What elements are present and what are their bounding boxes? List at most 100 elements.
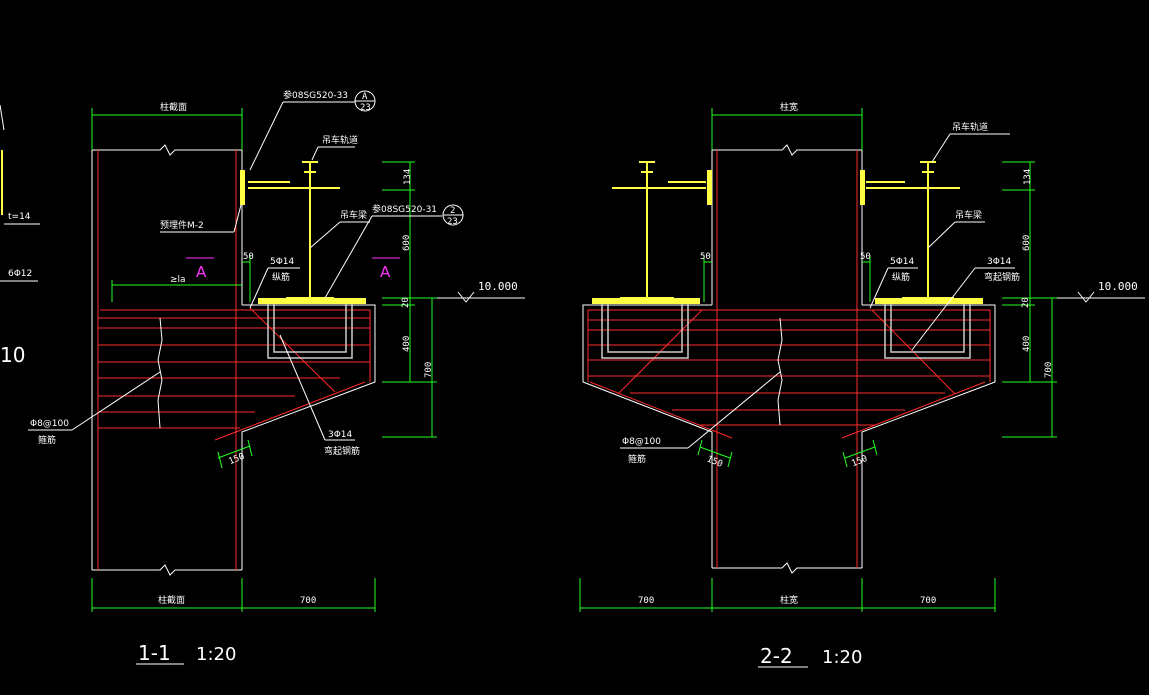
corbel1-u-bar	[267, 302, 353, 359]
callout2-stirrup-name: 箍筋	[628, 453, 646, 465]
corbel1-top-bar	[100, 309, 371, 382]
edge-leader	[0, 104, 5, 131]
dim1-134: 134	[403, 169, 413, 185]
dim2-400: 400	[1022, 336, 1032, 352]
dim2-slope-right-ext-1	[842, 451, 848, 468]
corbel1-slope-bar	[214, 381, 366, 441]
callout1-beam: 吊车梁	[340, 209, 367, 221]
callout2-bent-leader	[911, 267, 976, 351]
dim1-slope-ext-2	[247, 439, 253, 457]
left-edge-fragment: t=14 6Φ12 10	[0, 104, 40, 367]
callout2-topbars-name: 纵筋	[892, 271, 910, 283]
dim2-600: 600	[1022, 235, 1032, 251]
col2-embed-left	[707, 170, 712, 205]
dim1-top-label: 柱截面	[160, 101, 187, 113]
dim1-bottom-label: 柱截面	[158, 594, 185, 606]
dim2-slope-right-line	[844, 446, 876, 459]
col1-bottom-break	[92, 564, 242, 576]
dim2-bottom-right: 700	[920, 596, 936, 606]
corbel2-right-outline	[861, 304, 996, 440]
callout2-beam-leader	[927, 221, 956, 249]
callout2-rail-leader	[931, 133, 951, 163]
section-mark-left: A	[196, 263, 207, 281]
dim1-150: 150	[227, 452, 246, 467]
col2-embed-right	[860, 170, 865, 205]
corbel1-bearing-plate	[258, 298, 366, 304]
crane-rail2-left-icon	[639, 161, 655, 173]
dim2-slope-left-line	[699, 446, 731, 459]
callout1-ref-top-bubble-a: A	[362, 92, 368, 102]
corbel1-outline	[241, 304, 376, 440]
corbel2-top-bar	[587, 309, 991, 382]
corbel1-bent-bar	[249, 307, 336, 393]
callout1-stirrup-qty: Φ8@100	[30, 419, 69, 429]
elev1-triangle	[457, 291, 475, 303]
dim1-slope-ext-1	[217, 451, 223, 469]
dim2-slope-right-ext-2	[872, 439, 878, 456]
callout1-embed: 预埋件M-2	[160, 219, 204, 231]
callout2-bent-name: 弯起钢筋	[984, 271, 1020, 283]
callout1-stirrup-leader	[71, 371, 161, 431]
dim2-134: 134	[1023, 169, 1033, 185]
dim2-bottom-left: 700	[638, 596, 654, 606]
dim2-slope-left-ext-1	[697, 439, 703, 456]
callout2-stirrup-qty: Φ8@100	[622, 437, 661, 447]
dim1-700: 700	[424, 362, 434, 378]
callout1-topbars-name: 纵筋	[272, 271, 290, 283]
dim2-slope-right: 150	[850, 454, 869, 469]
callout1-rail: 吊车轨道	[322, 134, 358, 146]
col2-bottom-break	[712, 562, 862, 574]
callout1-beam-leader	[309, 221, 341, 249]
dim2-gap-right: 50	[860, 252, 871, 262]
corbel2-plate-right	[875, 298, 983, 304]
section-1-1: 柱截面 柱截面 700 ≥la 50 134 600 20 400 700 15	[28, 89, 525, 665]
dim2-gap-left: 50	[700, 252, 711, 262]
callout1-bent-name: 弯起钢筋	[324, 445, 360, 457]
section1-title: 1-1	[138, 641, 171, 665]
callout1-ref-mid-bubble-b: 23	[447, 217, 458, 227]
section1-scale: 1:20	[196, 644, 236, 665]
dim1-anchor-label: ≥la	[170, 275, 186, 285]
edge-number: 10	[0, 343, 25, 367]
crane-rail1-icon	[302, 161, 318, 173]
callout1-stirrup-name: 箍筋	[38, 434, 56, 446]
callout1-embed-leader	[233, 204, 242, 233]
section2-title: 2-2	[760, 644, 793, 668]
section-mark-right: A	[380, 263, 391, 281]
col2-top-break	[712, 144, 862, 156]
elev1-value: 10.000	[478, 280, 518, 293]
callout1-bent-leader	[279, 334, 326, 441]
callout2-topbars-leader	[869, 267, 889, 309]
corbel2-u-bar-right	[884, 302, 971, 359]
dim1-slope-line	[217, 445, 251, 459]
dim2-700: 700	[1044, 362, 1054, 378]
corbel2-left-outline	[582, 304, 713, 440]
corbel2-u-bar-left	[601, 302, 689, 359]
callout1-bent-qty: 3Φ14	[328, 430, 353, 440]
dim1-bottom-700: 700	[300, 596, 316, 606]
corbel2-u-bar-left-inner	[607, 302, 683, 353]
col1-top-break	[92, 144, 242, 156]
dim1-600: 600	[402, 235, 412, 251]
section-2-2: 柱宽 700 柱宽 700 50 50 134 600 20 400 700	[579, 101, 1145, 668]
callout1-ref-top-bubble-b: 23	[360, 103, 371, 113]
corbel2-slope-right	[841, 381, 986, 439]
callout1-ref-top: 参08SG520-33	[283, 89, 348, 101]
callout1-ref-mid: 参08SG520-31	[372, 203, 437, 215]
callout2-topbars-qty: 5Φ14	[890, 257, 915, 267]
callout1-ref-mid-bubble-a: 2	[450, 206, 455, 216]
edge-bar-spec: 6Φ12	[8, 269, 32, 279]
callout1-ref-mid-leader	[324, 215, 373, 299]
corbel1-u-bar-inner	[273, 302, 347, 353]
callout1-ref-top-leader	[249, 101, 284, 171]
dim2-top-label: 柱宽	[780, 101, 798, 113]
col1-embed-plate	[240, 170, 245, 205]
callout1-topbars-qty: 5Φ14	[270, 257, 295, 267]
corbel2-slope-left	[589, 381, 733, 439]
section2-scale: 1:20	[822, 647, 862, 668]
dim2-slope-left-ext-2	[727, 451, 733, 468]
corbel2-u-bar-right-inner	[890, 302, 965, 353]
callout2-bent-qty: 3Φ14	[987, 257, 1012, 267]
callout2-beam: 吊车梁	[955, 209, 982, 221]
